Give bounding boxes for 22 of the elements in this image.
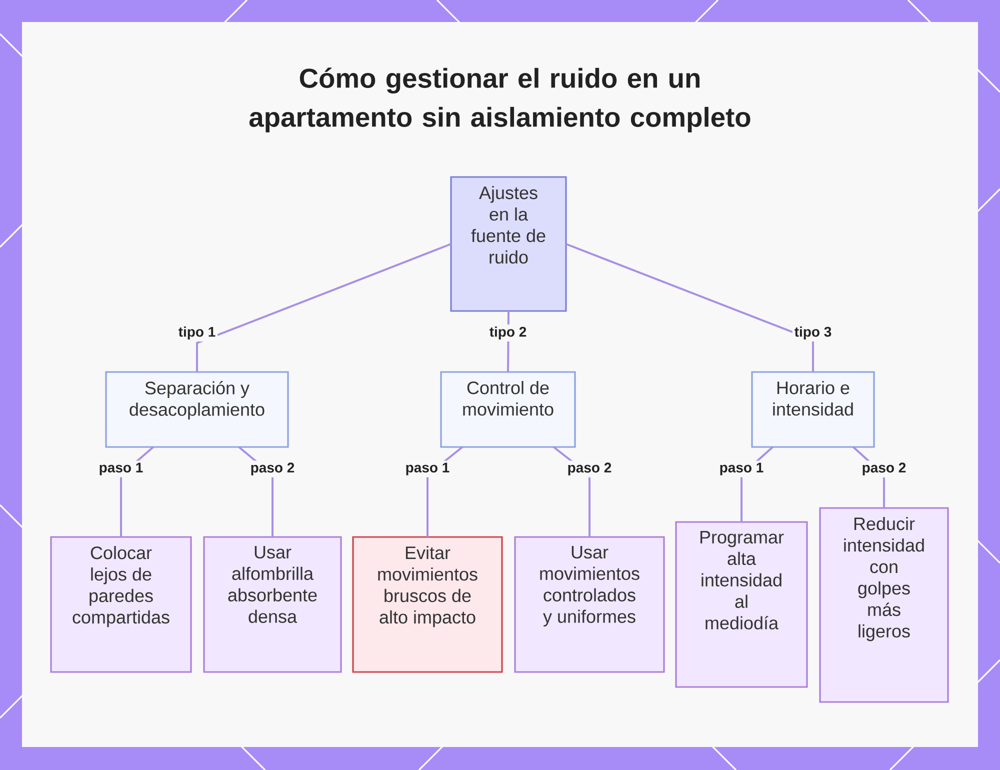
edge-label: tipo 3 bbox=[792, 324, 834, 342]
category-box: Separación y desacoplamiento bbox=[105, 371, 289, 448]
step-box: Evitar movimientos bruscos de alto impacto bbox=[352, 536, 503, 673]
step-box: Programar alta intensidad al mediodía bbox=[675, 521, 808, 688]
step-box: Colocar lejos de paredes compartidas bbox=[50, 536, 192, 673]
edge-label: paso 2 bbox=[565, 460, 614, 478]
edge-label: paso 1 bbox=[96, 460, 146, 478]
category-box: Control de movimiento bbox=[440, 371, 576, 448]
connector-line bbox=[566, 243, 814, 372]
edge-label: paso 1 bbox=[717, 460, 766, 478]
step-box: Usar alfombrilla absorbente densa bbox=[203, 536, 342, 673]
root-box: Ajustes en la fuente de ruido bbox=[450, 176, 567, 312]
edge-label: tipo 1 bbox=[176, 324, 218, 342]
title: Cómo gestionar el ruido en un apartamento sin aislamiento completo bbox=[249, 68, 750, 132]
category-box: Horario e intensidad bbox=[751, 371, 875, 448]
connector-line bbox=[196, 243, 452, 372]
edge-label: paso 1 bbox=[403, 460, 452, 478]
step-box: Reducir intensidad con golpes más ligeros bbox=[819, 507, 949, 703]
edge-label: paso 2 bbox=[860, 460, 908, 478]
edge-label: paso 2 bbox=[248, 460, 297, 478]
step-box: Usar movimientos controlados y uniformes bbox=[514, 536, 665, 673]
edge-label: tipo 2 bbox=[487, 324, 529, 342]
